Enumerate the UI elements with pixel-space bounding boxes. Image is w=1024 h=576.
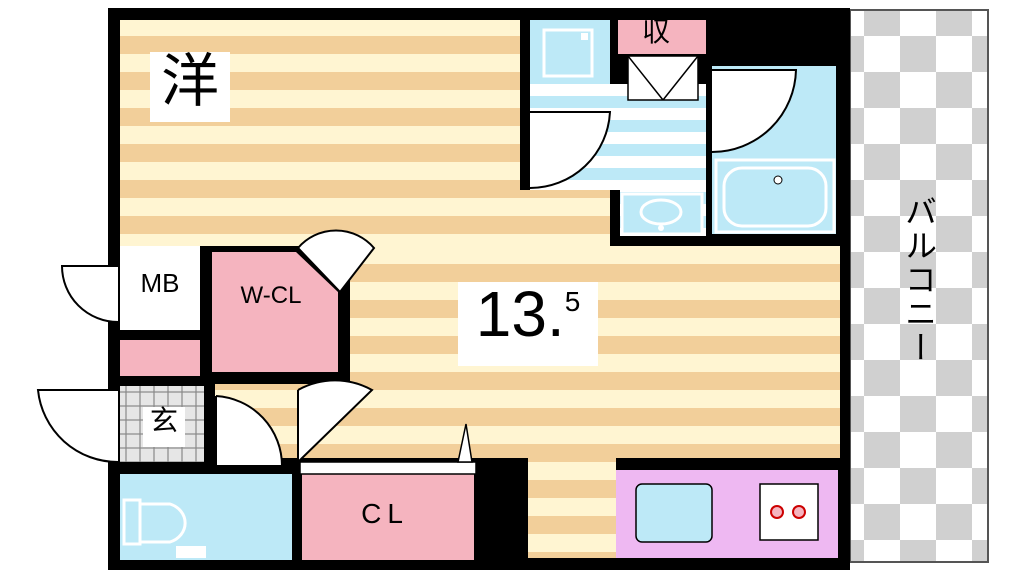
- storage: [618, 20, 706, 101]
- mb-label: MB: [140, 268, 180, 298]
- balcony: [849, 9, 989, 563]
- balcony-label: バルコニー: [900, 195, 938, 365]
- room-size-integer: 13.: [475, 278, 565, 350]
- toilet: [120, 474, 292, 560]
- bathroom: [711, 66, 836, 234]
- meter-box: [60, 246, 200, 330]
- western-room-upper: [120, 20, 610, 246]
- closet-label: CL: [361, 498, 409, 529]
- room-size-decimal: 5: [564, 286, 581, 317]
- genkan: [36, 379, 374, 467]
- closet: [299, 423, 477, 560]
- kitchen: [616, 470, 838, 558]
- storage-label: 収: [641, 15, 670, 48]
- washroom: [529, 20, 706, 236]
- western-room-label: 洋: [150, 52, 230, 122]
- walkin-closet-label: W-CL: [240, 282, 302, 309]
- room-size-label: 13.5: [458, 282, 598, 366]
- walk-in-closet: [212, 229, 376, 372]
- genkan-label: 玄: [143, 407, 185, 447]
- shoe-storage: [120, 340, 200, 376]
